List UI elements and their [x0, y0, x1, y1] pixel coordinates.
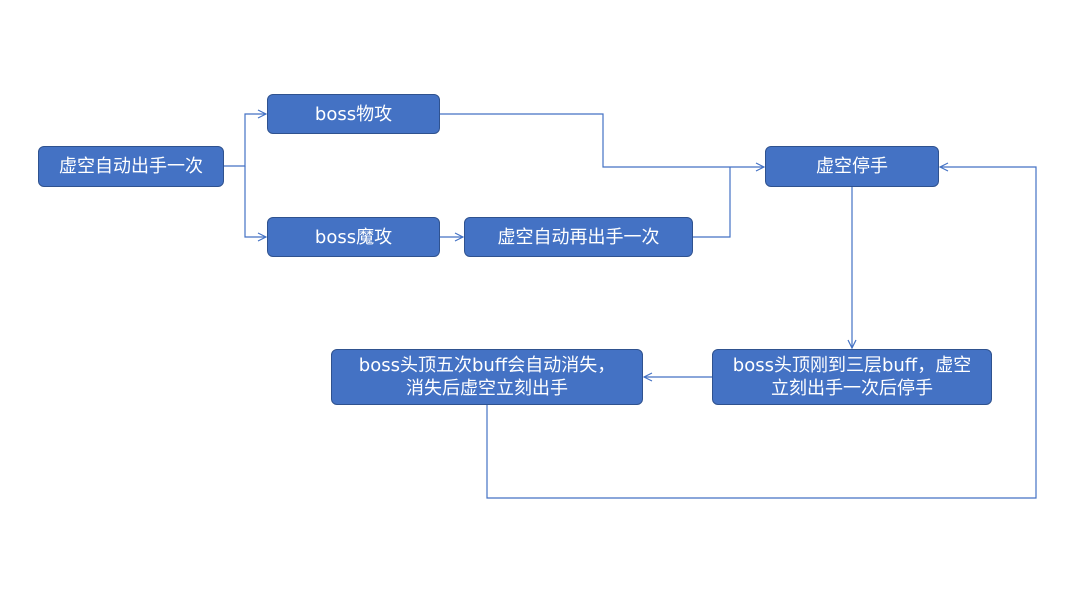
node-label: boss头顶五次buff会自动消失， 消失后虚空立刻出手 [358, 355, 616, 399]
connector-again-to-stop [693, 167, 731, 238]
node-boss-physical-attack: boss物攻 [267, 94, 440, 134]
node-void-auto-attack-once: 虚空自动出手一次 [38, 146, 224, 187]
node-label: boss物攻 [314, 103, 393, 125]
node-three-layer-buff: boss头顶刚到三层buff，虚空 立刻出手一次后停手 [712, 349, 992, 405]
node-label: boss魔攻 [314, 226, 393, 248]
node-label: boss头顶刚到三层buff，虚空 立刻出手一次后停手 [732, 355, 972, 399]
node-void-stop: 虚空停手 [765, 146, 939, 187]
node-void-auto-attack-again: 虚空自动再出手一次 [464, 217, 693, 257]
node-label: 虚空自动出手一次 [59, 156, 203, 177]
connector-start-to-magic [244, 166, 266, 237]
node-five-layer-buff: boss头顶五次buff会自动消失， 消失后虚空立刻出手 [331, 349, 643, 405]
node-label: 虚空停手 [816, 156, 888, 177]
node-boss-magic-attack: boss魔攻 [267, 217, 440, 257]
node-label: 虚空自动再出手一次 [497, 226, 660, 248]
connector-five-to-stop-loop [486, 167, 1037, 499]
connector-physical-to-stop [440, 113, 764, 167]
connector-start-to-physical [224, 114, 266, 167]
